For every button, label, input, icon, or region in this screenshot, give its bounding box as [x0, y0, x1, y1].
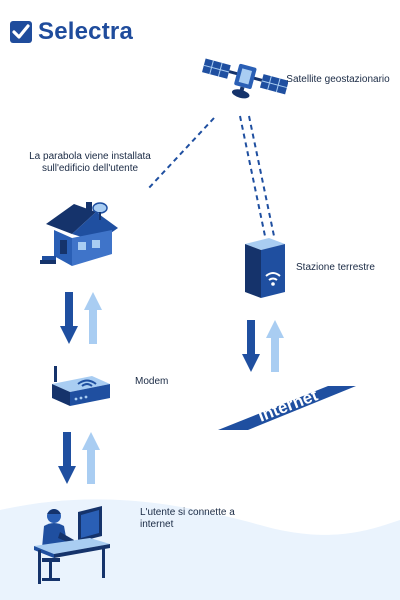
up-arrow-icon	[84, 292, 102, 344]
ground-station-label: Stazione terrestre	[296, 262, 375, 273]
up-arrow-icon	[82, 432, 100, 484]
down-arrow-icon	[60, 292, 78, 344]
internet-banner: Internet	[216, 378, 356, 434]
down-arrow-icon	[242, 320, 260, 372]
satellite-label: Satellite geostazionario	[286, 74, 390, 85]
house-modem-arrows	[60, 292, 102, 344]
satellite-icon	[202, 58, 288, 99]
brand-name: Selectra	[38, 18, 133, 45]
router-icon	[52, 366, 110, 406]
modem-label: Modem	[135, 376, 169, 387]
user-label: L'utente si connette a internet	[140, 507, 235, 530]
dish-label: La parabola viene installata sull'edific…	[29, 151, 151, 174]
station-internet-arrows	[242, 320, 284, 372]
logo-check-icon	[10, 21, 32, 43]
house-icon	[40, 202, 118, 266]
up-arrow-icon	[266, 320, 284, 372]
server-icon	[245, 238, 285, 298]
down-arrow-icon	[58, 432, 76, 484]
person-at-desk-icon	[34, 506, 110, 584]
modem-user-arrows	[58, 432, 100, 484]
brand-logo[interactable]: Selectra	[9, 16, 133, 48]
